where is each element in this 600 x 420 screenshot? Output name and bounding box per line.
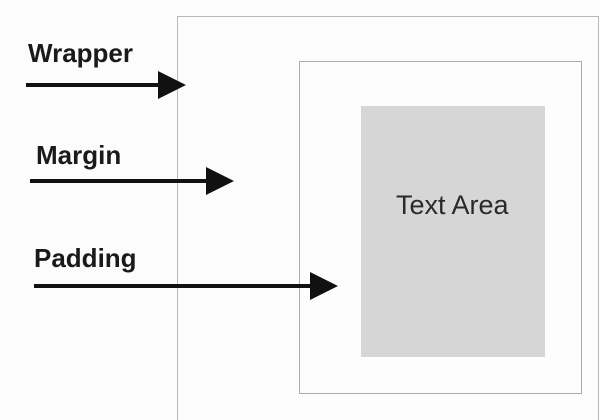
wrapper-arrow <box>26 71 186 99</box>
padding-arrow <box>34 272 338 300</box>
margin-arrow <box>30 167 234 195</box>
margin-label: Margin <box>36 140 122 170</box>
wrapper-label: Wrapper <box>28 38 133 68</box>
text-area-label: Text Area <box>396 190 509 220</box>
text-area-box <box>361 106 545 357</box>
padding-label: Padding <box>34 243 137 273</box>
